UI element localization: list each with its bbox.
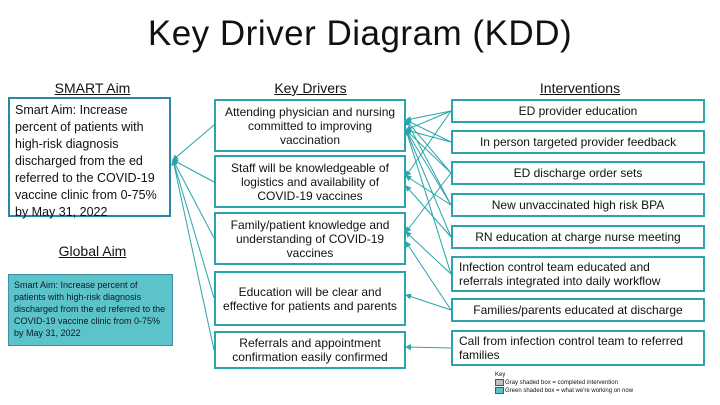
intervention-to-driver-arrow (405, 129, 452, 206)
intervention-box: In person targeted provider feedback (451, 130, 705, 154)
legend-gray-item: Gray shaded box = completed intervention (495, 379, 633, 387)
intervention-to-driver-arrow (405, 110, 452, 177)
intervention-box: New unvaccinated high risk BPA (451, 193, 705, 217)
intervention-to-driver-arrow (405, 175, 452, 206)
intervention-box: ED discharge order sets (451, 161, 705, 185)
smart-aim-box: Smart Aim: Increase percent of patients … (8, 97, 171, 219)
interventions-header: Interventions (539, 80, 621, 96)
driver-to-aim-arrow (172, 159, 215, 183)
intervention-to-driver-arrow (405, 129, 452, 174)
intervention-to-driver-arrow (404, 129, 452, 275)
smart-aim-header: SMART Aim (54, 80, 131, 96)
intervention-box: RN education at charge nurse meeting (451, 225, 705, 249)
driver-box: Staff will be knowledgeable of logistics… (214, 155, 406, 208)
intervention-to-driver-arrow (405, 129, 452, 238)
intervention-to-driver-arrow (405, 110, 452, 122)
key-drivers-header: Key Drivers (274, 80, 347, 96)
intervention-to-driver-arrow (405, 241, 452, 311)
driver-to-aim-arrow (171, 159, 215, 351)
intervention-to-driver-arrow (405, 119, 452, 174)
driver-to-aim-arrow (171, 159, 215, 299)
intervention-box: Families/parents educated at discharge (451, 298, 705, 322)
intervention-to-driver-arrow (405, 119, 452, 143)
legend-gray-label: Gray shaded box = completed intervention (505, 380, 618, 387)
diagram-title: Key Driver Diagram (KDD) (147, 14, 573, 53)
driver-to-aim-arrow (172, 159, 215, 239)
intervention-box: Infection control team educated and refe… (451, 256, 705, 292)
intervention-to-driver-arrow (405, 119, 452, 206)
intervention-to-driver-arrow (405, 231, 452, 275)
gray-swatch-icon (495, 379, 504, 386)
intervention-to-driver-arrow (405, 128, 452, 143)
driver-box: Family/patient knowledge and understandi… (214, 212, 406, 265)
driver-box: Attending physician and nursing committe… (214, 99, 406, 152)
intervention-to-driver-arrow (405, 185, 452, 238)
legend-key: Key Gray shaded box = completed interven… (495, 372, 633, 395)
legend-green-item: Green shaded box = what we're working on… (495, 387, 633, 395)
intervention-box: ED provider education (451, 99, 705, 123)
legend-title: Key (495, 372, 506, 378)
driver-box: Referrals and appointment confirmation e… (214, 331, 406, 369)
intervention-to-driver-arrow (405, 293, 452, 311)
legend-green-label: Green shaded box = what we're working on… (505, 388, 634, 395)
global-aim-box: Smart Aim: Increase percent of patients … (8, 274, 173, 346)
global-aim-header: Global Aim (58, 243, 127, 259)
driver-box: Education will be clear and effective fo… (214, 271, 406, 326)
intervention-to-driver-arrow (405, 110, 452, 131)
green-swatch-icon (495, 387, 504, 395)
intervention-to-driver-arrow (405, 344, 452, 351)
intervention-box: Call from infection control team to refe… (451, 330, 705, 366)
driver-to-aim-arrow (172, 124, 215, 161)
